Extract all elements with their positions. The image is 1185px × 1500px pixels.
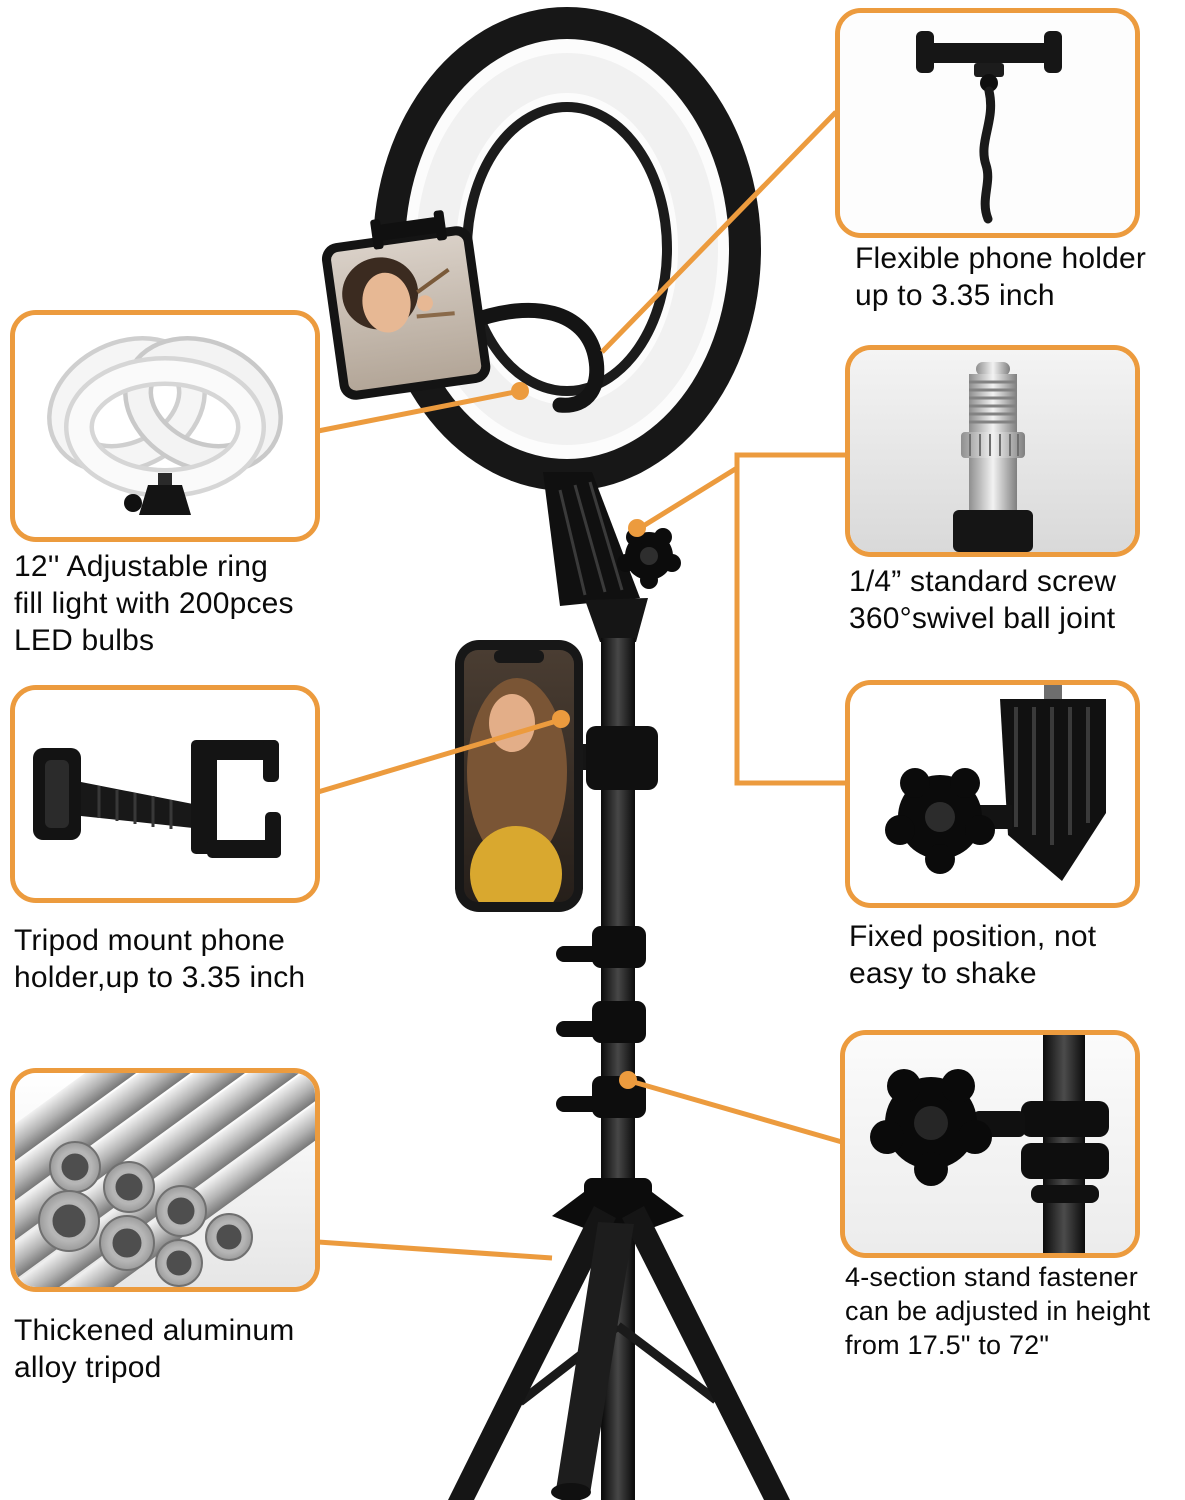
leader-line-ring-light <box>317 388 521 434</box>
callout-box-stand-fastener <box>840 1030 1140 1258</box>
leader-line-aluminum <box>317 1239 553 1261</box>
ring-mount-bracket <box>543 472 681 642</box>
leader-dot-knob <box>628 519 646 537</box>
tripod-mount-holder-photo <box>15 690 315 898</box>
leader-line-knob <box>638 465 739 531</box>
callout-box-ring-light <box>10 310 320 542</box>
flexible-gooseneck-arm <box>462 302 605 413</box>
caption-aluminum-tripod: Thickened aluminum alloy tripod <box>14 1314 295 1385</box>
leader-line-fastener <box>629 1078 843 1145</box>
caption-stand-fastener: 4-section stand fastener can be adjusted… <box>845 1262 1151 1361</box>
mount-bracket-photo <box>850 685 1135 903</box>
phone-clamp-top <box>377 217 440 241</box>
caption-fixed-position: Fixed position, not easy to shake <box>849 920 1097 991</box>
caption-standard-screw: 1/4” standard screw 360°swivel ball join… <box>849 565 1117 636</box>
fastener-knob <box>870 1069 992 1186</box>
callout-box-aluminum-tripod <box>10 1068 320 1292</box>
leader-lines <box>317 110 846 1261</box>
caption-tripod-mount: Tripod mount phone holder,up to 3.35 inc… <box>14 924 306 995</box>
star-knob-large <box>885 768 995 874</box>
tube-ends <box>38 1141 253 1287</box>
stand-fastener-photo <box>845 1035 1135 1253</box>
phone-screen-makeup <box>342 257 455 333</box>
star-knob <box>617 528 681 589</box>
leader-dot-ring <box>511 382 529 400</box>
leader-line-flexible-holder <box>600 110 838 354</box>
flexible-phone-holder-photo <box>840 13 1135 233</box>
folded-ring-light-photo <box>15 315 315 537</box>
caption-flexible-holder: Flexible phone holder up to 3.35 inch <box>855 242 1147 313</box>
leader-line-tripod-mount <box>317 717 561 795</box>
aluminum-tubes-photo <box>15 1073 315 1287</box>
phone-on-ring <box>321 210 491 400</box>
quarter-inch-screw-photo <box>850 350 1135 552</box>
stand-fasteners <box>556 926 646 1118</box>
leader-dots <box>511 382 646 1089</box>
leader-dot-fastener <box>619 1071 637 1089</box>
leader-line-bracket <box>734 452 846 786</box>
callout-box-flexible-holder <box>835 8 1140 238</box>
tripod-legs <box>448 1178 790 1500</box>
callout-box-tripod-mount <box>10 685 320 903</box>
callout-box-fixed-position <box>845 680 1140 908</box>
phone-on-pole <box>455 640 583 912</box>
phone-screen-portrait <box>467 678 567 902</box>
leader-dot-phone-clamp <box>552 710 570 728</box>
caption-ring-light: 12'' Adjustable ring fill light with 200… <box>14 550 294 658</box>
callout-box-standard-screw <box>845 345 1140 557</box>
